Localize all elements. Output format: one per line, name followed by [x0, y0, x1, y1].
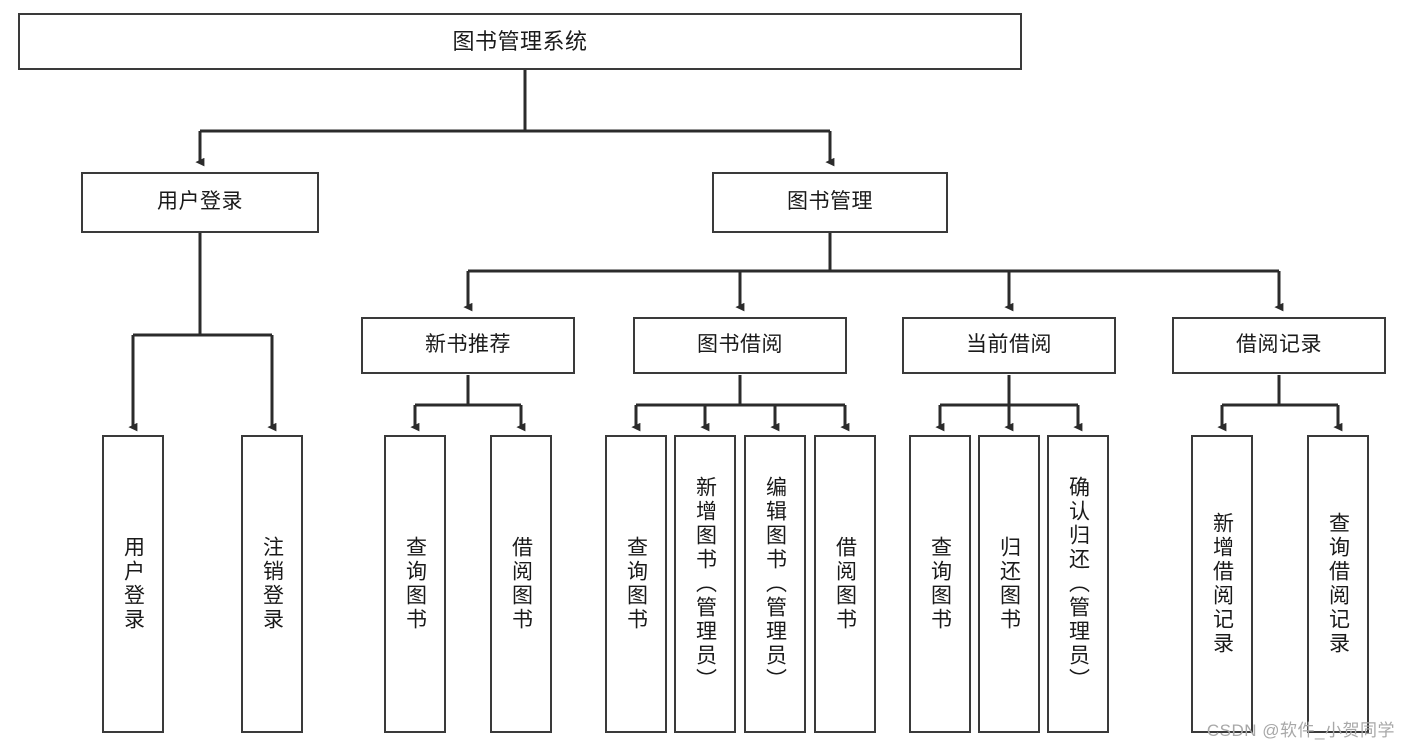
node-book-borrow[interactable]: 图书借阅	[633, 317, 847, 374]
node-root[interactable]: 图书管理系统	[18, 13, 1022, 70]
node-root-label: 图书管理系统	[452, 28, 588, 54]
node-new-book-rec[interactable]: 新书推荐	[361, 317, 575, 374]
node-leaf-add-record[interactable]: 新增借阅记录	[1191, 435, 1253, 733]
node-new-book-rec-label: 新书推荐	[425, 333, 511, 357]
node-leaf-return-book[interactable]: 归还图书	[978, 435, 1040, 733]
node-leaf-query-book-1[interactable]: 查询图书	[384, 435, 446, 733]
node-leaf-borrow-book-1-label: 借阅图书	[509, 536, 533, 632]
watermark: CSDN @软件_小贺同学	[1206, 721, 1395, 740]
node-leaf-borrow-book-1[interactable]: 借阅图书	[490, 435, 552, 733]
node-leaf-user-login-label: 用户登录	[121, 536, 145, 632]
node-leaf-query-book-2[interactable]: 查询图书	[605, 435, 667, 733]
node-leaf-query-record[interactable]: 查询借阅记录	[1307, 435, 1369, 733]
node-leaf-add-book[interactable]: 新增图书（管理员）	[674, 435, 736, 733]
node-current-borrow-label: 当前借阅	[966, 333, 1052, 357]
node-leaf-return-book-label: 归还图书	[997, 536, 1021, 632]
node-leaf-confirm-return-label: 确认归还（管理员）	[1066, 476, 1090, 692]
node-leaf-logout-label: 注销登录	[260, 536, 284, 632]
node-book-manage[interactable]: 图书管理	[712, 172, 948, 233]
node-leaf-borrow-book-2-label: 借阅图书	[833, 536, 857, 632]
node-current-borrow[interactable]: 当前借阅	[902, 317, 1116, 374]
node-borrow-record-label: 借阅记录	[1236, 333, 1322, 357]
node-leaf-query-book-2-label: 查询图书	[624, 536, 648, 632]
node-leaf-query-book-3-label: 查询图书	[928, 536, 952, 632]
node-leaf-logout[interactable]: 注销登录	[241, 435, 303, 733]
node-leaf-edit-book-label: 编辑图书（管理员）	[763, 476, 787, 692]
node-borrow-record[interactable]: 借阅记录	[1172, 317, 1386, 374]
node-user-login[interactable]: 用户登录	[81, 172, 319, 233]
node-leaf-add-book-label: 新增图书（管理员）	[693, 476, 717, 692]
node-leaf-edit-book[interactable]: 编辑图书（管理员）	[744, 435, 806, 733]
node-leaf-query-record-label: 查询借阅记录	[1326, 512, 1350, 656]
node-leaf-query-book-3[interactable]: 查询图书	[909, 435, 971, 733]
node-leaf-borrow-book-2[interactable]: 借阅图书	[814, 435, 876, 733]
node-leaf-confirm-return[interactable]: 确认归还（管理员）	[1047, 435, 1109, 733]
node-leaf-query-book-1-label: 查询图书	[403, 536, 427, 632]
node-book-manage-label: 图书管理	[787, 190, 873, 214]
node-book-borrow-label: 图书借阅	[697, 333, 783, 357]
node-user-login-label: 用户登录	[157, 190, 243, 214]
node-leaf-user-login[interactable]: 用户登录	[102, 435, 164, 733]
node-leaf-add-record-label: 新增借阅记录	[1210, 512, 1234, 656]
